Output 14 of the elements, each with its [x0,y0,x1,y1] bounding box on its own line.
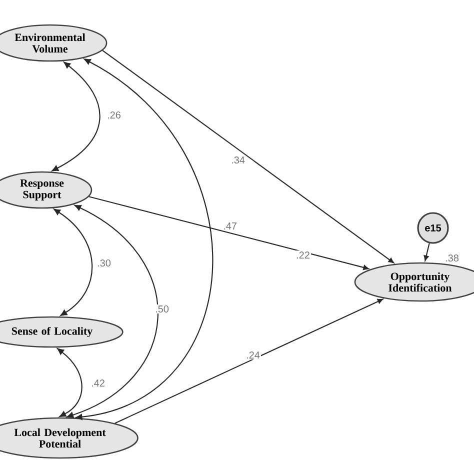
edge-label: .42 [90,378,106,388]
covariance-arrow [52,62,100,172]
coefficient-label: .38 [446,254,459,262]
path-arrow [114,298,384,424]
covariance-arrow [76,58,213,420]
path-arrow [102,50,394,264]
covariance-arrow [66,204,158,418]
path-arrow [424,243,430,261]
edge-label: .24 [245,350,261,360]
path-arrow [88,196,369,270]
edge-label: .22 [295,250,311,260]
covariance-arrow [54,208,93,316]
covariance-arrow [57,348,82,417]
edge-label: .47 [222,222,238,230]
